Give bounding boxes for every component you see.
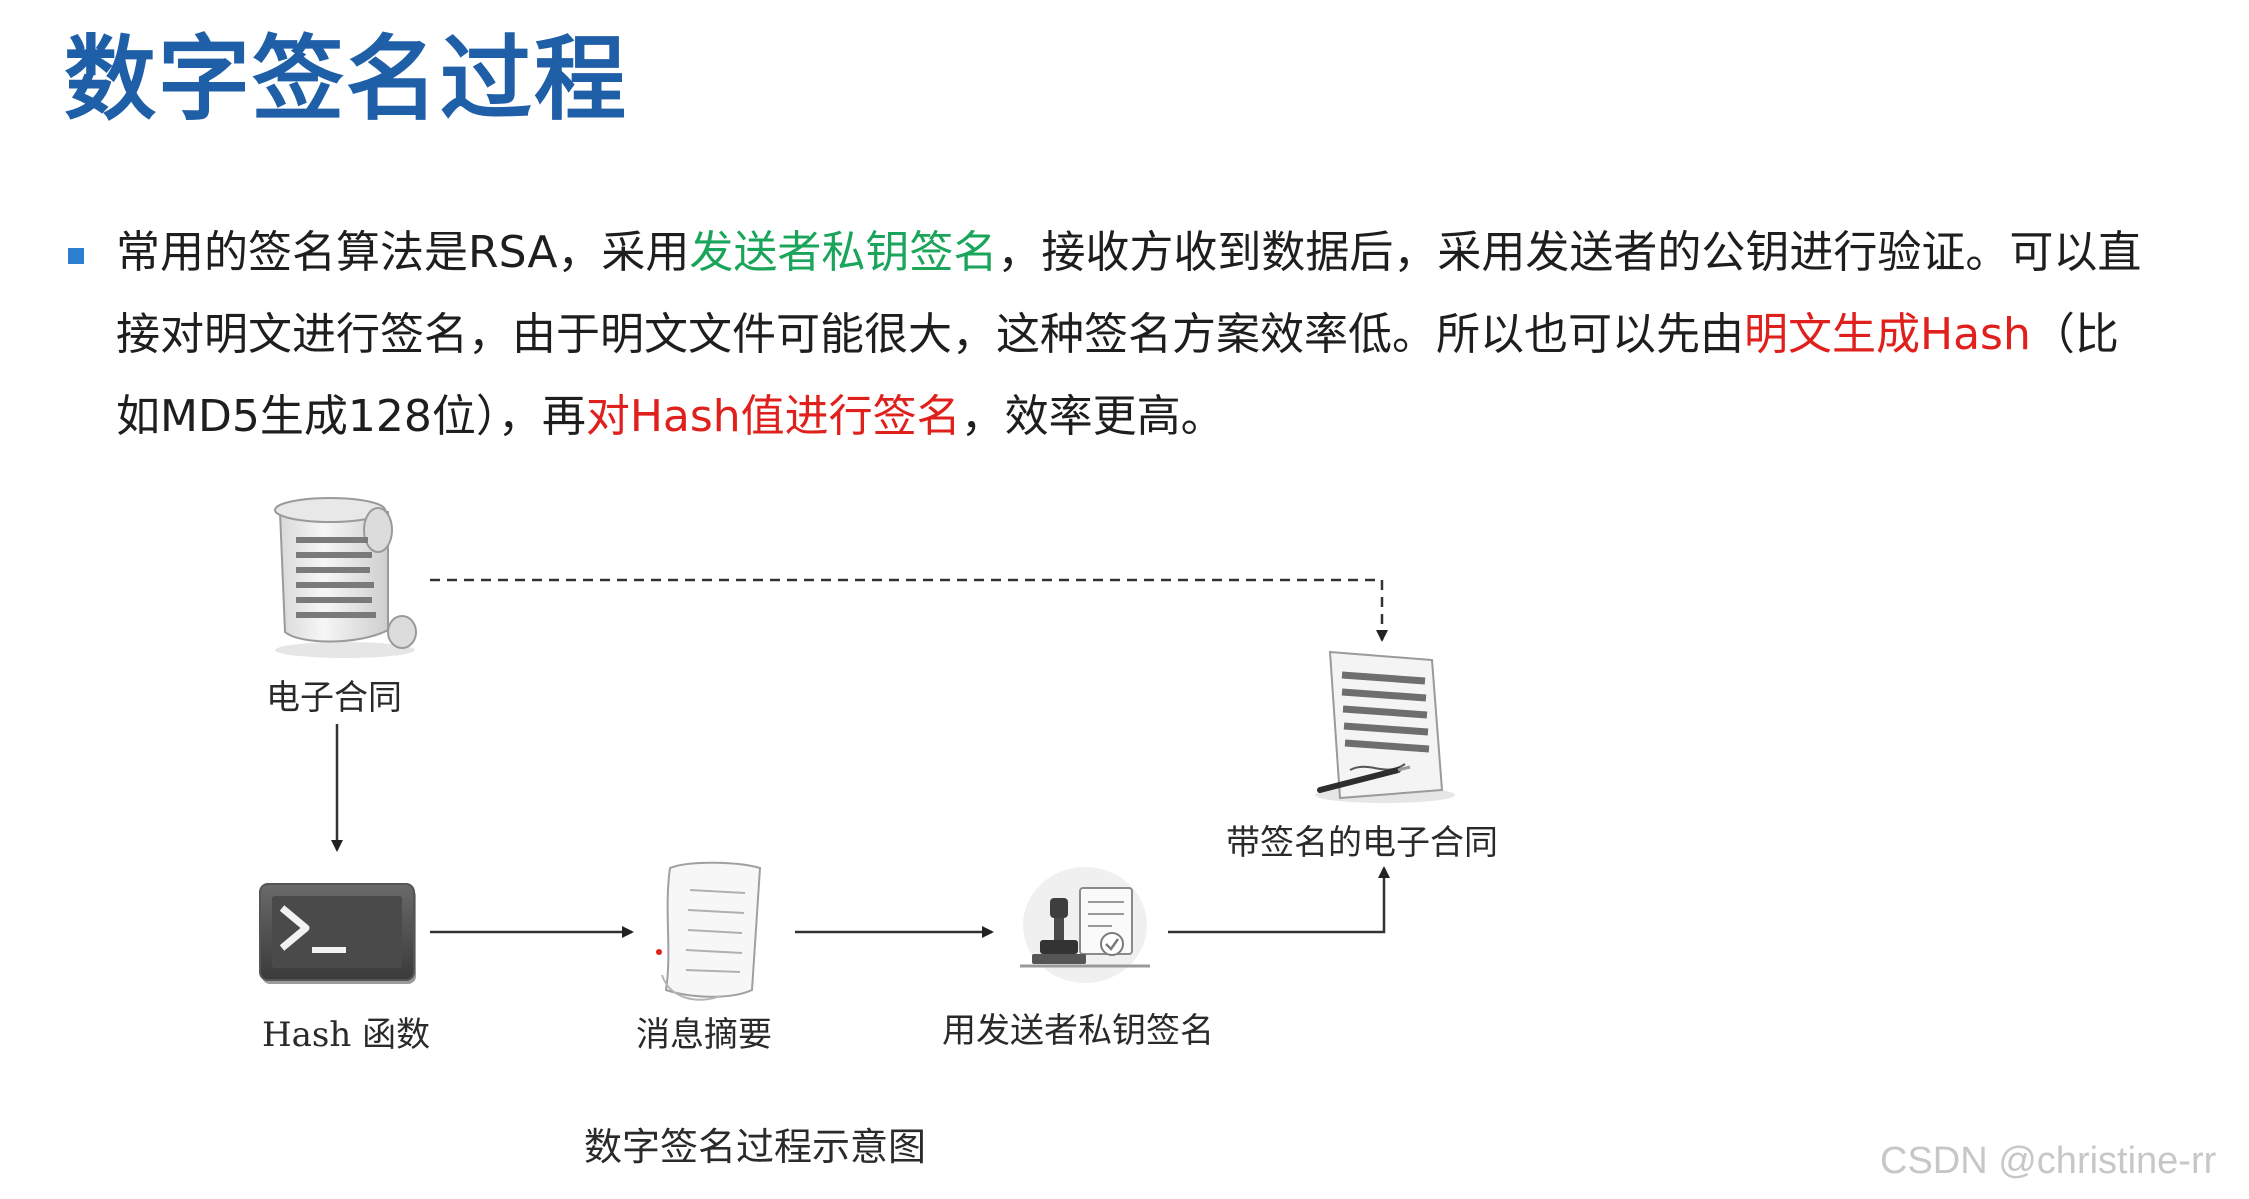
node-label-sign: 用发送者私钥签名 <box>942 1014 1214 1048</box>
dashed-connector <box>430 580 1382 640</box>
node-label-signed-contract: 带签名的电子合同 <box>1226 826 1498 860</box>
node-label-hash-function: Hash 函数 <box>262 1018 430 1052</box>
node-label-digest: 消息摘要 <box>636 1018 772 1052</box>
node-label-contract: 电子合同 <box>266 681 402 715</box>
terminal-icon <box>260 884 416 984</box>
watermark: CSDN @christine-rr <box>1880 1142 2216 1180</box>
arrow-sign-to-signed <box>1168 868 1384 932</box>
signed-document-icon <box>1315 652 1455 803</box>
stamp-certificate-icon <box>1020 867 1150 983</box>
curled-paper-icon <box>656 863 760 1000</box>
scroll-document-icon <box>275 498 416 658</box>
diagram-caption: 数字签名过程示意图 <box>584 1128 926 1166</box>
